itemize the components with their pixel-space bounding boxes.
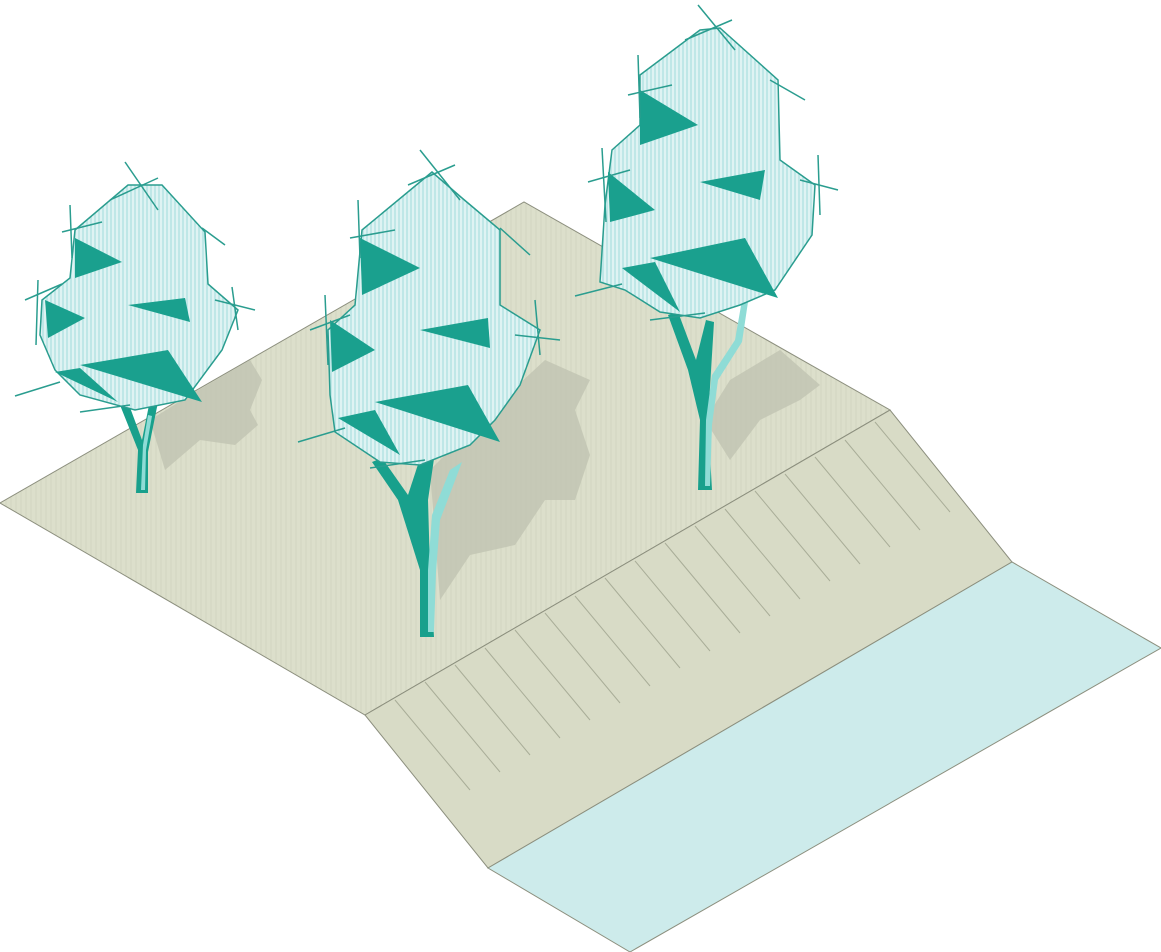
canopy-icon (15, 162, 255, 412)
canopy-icon (575, 5, 838, 320)
